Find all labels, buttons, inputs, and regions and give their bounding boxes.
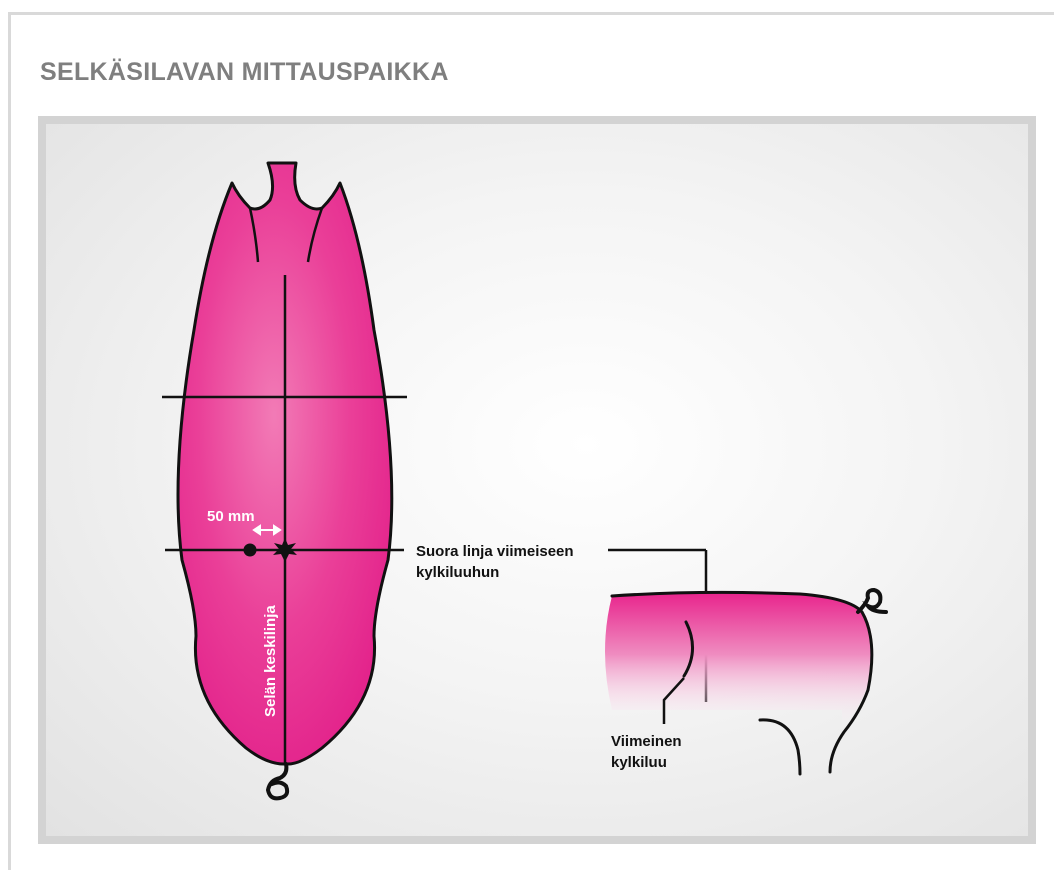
last-rib-label-2: kylkiluu: [611, 754, 667, 771]
last-rib-label-1: Viimeinen: [611, 733, 682, 750]
pig-tail: [858, 590, 886, 612]
measurement-point: [244, 544, 257, 557]
midline-label: Selän keskilinja: [262, 605, 279, 717]
straight-line-label-2: kylkiluuhun: [416, 564, 499, 581]
distance-label: 50 mm: [207, 508, 255, 525]
pig-hind-leg: [760, 720, 800, 774]
carcass-tail: [268, 764, 287, 798]
pig-body: [605, 592, 873, 730]
straight-line-label-1: Suora linja viimeiseen: [416, 543, 574, 560]
